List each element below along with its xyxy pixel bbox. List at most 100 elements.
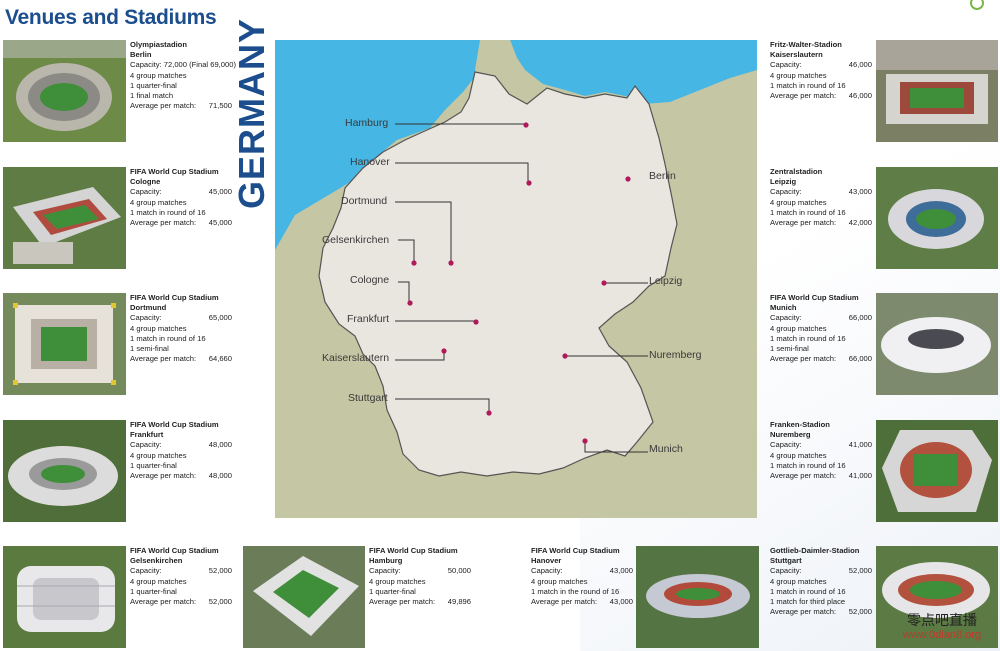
marker-frankfurt bbox=[473, 319, 479, 325]
capacity-label: Capacity: bbox=[130, 60, 162, 70]
avg-value: 64,660 bbox=[208, 354, 232, 364]
venue-name: FIFA World Cup Stadium bbox=[770, 293, 859, 302]
capacity-value: 52,000 bbox=[848, 566, 872, 576]
match-line: 1 quarter-final bbox=[369, 586, 416, 596]
avg-label: Average per match: bbox=[770, 607, 837, 617]
venue-name: FIFA World Cup Stadium bbox=[369, 546, 458, 555]
germany-map: Hamburg Hanover Berlin Dortmund Gelsenki… bbox=[275, 40, 757, 518]
venue-info-cologne: FIFA World Cup Stadium Cologne Capacity:… bbox=[130, 167, 232, 228]
venue-name: Fritz-Walter-Stadion bbox=[770, 40, 842, 49]
match-line: 1 match in round of 16 bbox=[770, 586, 846, 596]
match-line: 1 match in round of 16 bbox=[770, 207, 846, 217]
match-line: 4 group matches bbox=[130, 576, 187, 586]
match-line: 4 group matches bbox=[130, 70, 187, 80]
match-line: 4 group matches bbox=[770, 197, 827, 207]
capacity-value: 43,000 bbox=[848, 187, 872, 197]
venue-info-hamburg: FIFA World Cup Stadium Hamburg Capacity:… bbox=[369, 546, 471, 607]
capacity-label: Capacity: bbox=[770, 60, 802, 70]
marker-cologne bbox=[407, 300, 413, 306]
venue-city: Hanover bbox=[531, 556, 562, 566]
avg-value: 49,896 bbox=[447, 597, 471, 607]
city-label-berlin: Berlin bbox=[649, 170, 676, 182]
match-line: 4 group matches bbox=[130, 197, 187, 207]
match-line: 1 match in round of 16 bbox=[130, 207, 206, 217]
venue-name: FIFA World Cup Stadium bbox=[130, 293, 219, 302]
stadium-photo-leipzig bbox=[876, 167, 998, 269]
capacity-label: Capacity: bbox=[770, 313, 802, 323]
venue-city: Leipzig bbox=[770, 177, 797, 187]
leader-cologne bbox=[398, 281, 410, 302]
stadium-photo-dortmund bbox=[3, 293, 126, 395]
city-label-leipzig: Leipzig bbox=[649, 275, 682, 287]
match-line: 4 group matches bbox=[770, 450, 827, 460]
baltic-sea bbox=[510, 40, 757, 104]
venue-info-frankfurt: FIFA World Cup Stadium Frankfurt Capacit… bbox=[130, 420, 232, 481]
avg-label: Average per match: bbox=[770, 218, 837, 228]
avg-label: Average per match: bbox=[770, 91, 837, 101]
match-line: 1 semi-final bbox=[130, 344, 169, 354]
marker-berlin bbox=[625, 176, 631, 182]
city-label-cologne: Cologne bbox=[350, 274, 389, 286]
stadium-photo-berlin bbox=[3, 40, 126, 142]
match-line: 4 group matches bbox=[770, 323, 827, 333]
venue-city: Hamburg bbox=[369, 556, 403, 566]
capacity-value: 43,000 bbox=[609, 566, 633, 576]
venue-city: Frankfurt bbox=[130, 430, 164, 440]
avg-label: Average per match: bbox=[130, 218, 197, 228]
match-line: 1 match for third place bbox=[770, 597, 846, 607]
match-line: 4 group matches bbox=[770, 576, 827, 586]
venue-name: FIFA World Cup Stadium bbox=[531, 546, 620, 555]
leader-gelsenkirchen bbox=[398, 239, 415, 262]
venue-info-stuttgart: Gottlieb-Daimler-Stadion Stuttgart Capac… bbox=[770, 546, 872, 617]
avg-value: 45,000 bbox=[208, 218, 232, 228]
page-title: Venues and Stadiums bbox=[5, 6, 217, 29]
leader-kaiserslautern bbox=[395, 351, 445, 361]
venue-info-munich: FIFA World Cup Stadium Munich Capacity:6… bbox=[770, 293, 872, 364]
venue-name: FIFA World Cup Stadium bbox=[130, 546, 219, 555]
city-label-kaiserslautern: Kaiserslautern bbox=[322, 352, 389, 364]
avg-label: Average per match: bbox=[531, 597, 598, 607]
country-label: GERMANY bbox=[231, 17, 272, 209]
marker-leipzig bbox=[601, 280, 607, 286]
match-line: 4 group matches bbox=[531, 576, 588, 586]
capacity-value: 72,000 (Final 69,000) bbox=[163, 60, 236, 70]
capacity-label: Capacity: bbox=[130, 566, 162, 576]
city-label-stuttgart: Stuttgart bbox=[348, 392, 388, 404]
capacity-value: 52,000 bbox=[208, 566, 232, 576]
avg-label: Average per match: bbox=[369, 597, 436, 607]
marker-hanover bbox=[526, 180, 532, 186]
avg-value: 43,000 bbox=[609, 597, 633, 607]
avg-value: 46,000 bbox=[848, 91, 872, 101]
venue-city: Kaiserslautern bbox=[770, 50, 823, 60]
avg-value: 71,500 bbox=[208, 101, 232, 111]
venue-name: FIFA World Cup Stadium bbox=[130, 167, 219, 176]
venue-city: Nuremberg bbox=[770, 430, 811, 440]
avg-value: 66,000 bbox=[848, 354, 872, 364]
city-label-hamburg: Hamburg bbox=[345, 117, 388, 129]
avg-label: Average per match: bbox=[130, 471, 197, 481]
avg-label: Average per match: bbox=[130, 597, 197, 607]
capacity-label: Capacity: bbox=[130, 440, 162, 450]
venue-info-dortmund: FIFA World Cup Stadium Dortmund Capacity… bbox=[130, 293, 232, 364]
match-line: 1 match in round of 16 bbox=[770, 460, 846, 470]
match-line: 1 match in round of 16 bbox=[130, 333, 206, 343]
capacity-label: Capacity: bbox=[770, 187, 802, 197]
capacity-value: 48,000 bbox=[208, 440, 232, 450]
match-line: 1 quarter-final bbox=[130, 586, 177, 596]
avg-value: 48,000 bbox=[208, 471, 232, 481]
capacity-label: Capacity: bbox=[770, 566, 802, 576]
watermark-text: 零点吧直播 bbox=[907, 612, 977, 628]
match-line: 4 group matches bbox=[770, 70, 827, 80]
capacity-value: 41,000 bbox=[848, 440, 872, 450]
stadium-photo-frankfurt bbox=[3, 420, 126, 522]
stadium-photo-munich bbox=[876, 293, 998, 395]
leader-munich bbox=[584, 441, 648, 453]
marker-gelsenkirchen bbox=[411, 260, 417, 266]
capacity-value: 45,000 bbox=[208, 187, 232, 197]
match-line: 1 match in round of 16 bbox=[770, 333, 846, 343]
match-line: 4 group matches bbox=[369, 576, 426, 586]
capacity-label: Capacity: bbox=[369, 566, 401, 576]
germany-shape bbox=[318, 71, 678, 477]
avg-label: Average per match: bbox=[130, 101, 197, 111]
city-label-frankfurt: Frankfurt bbox=[347, 313, 389, 325]
